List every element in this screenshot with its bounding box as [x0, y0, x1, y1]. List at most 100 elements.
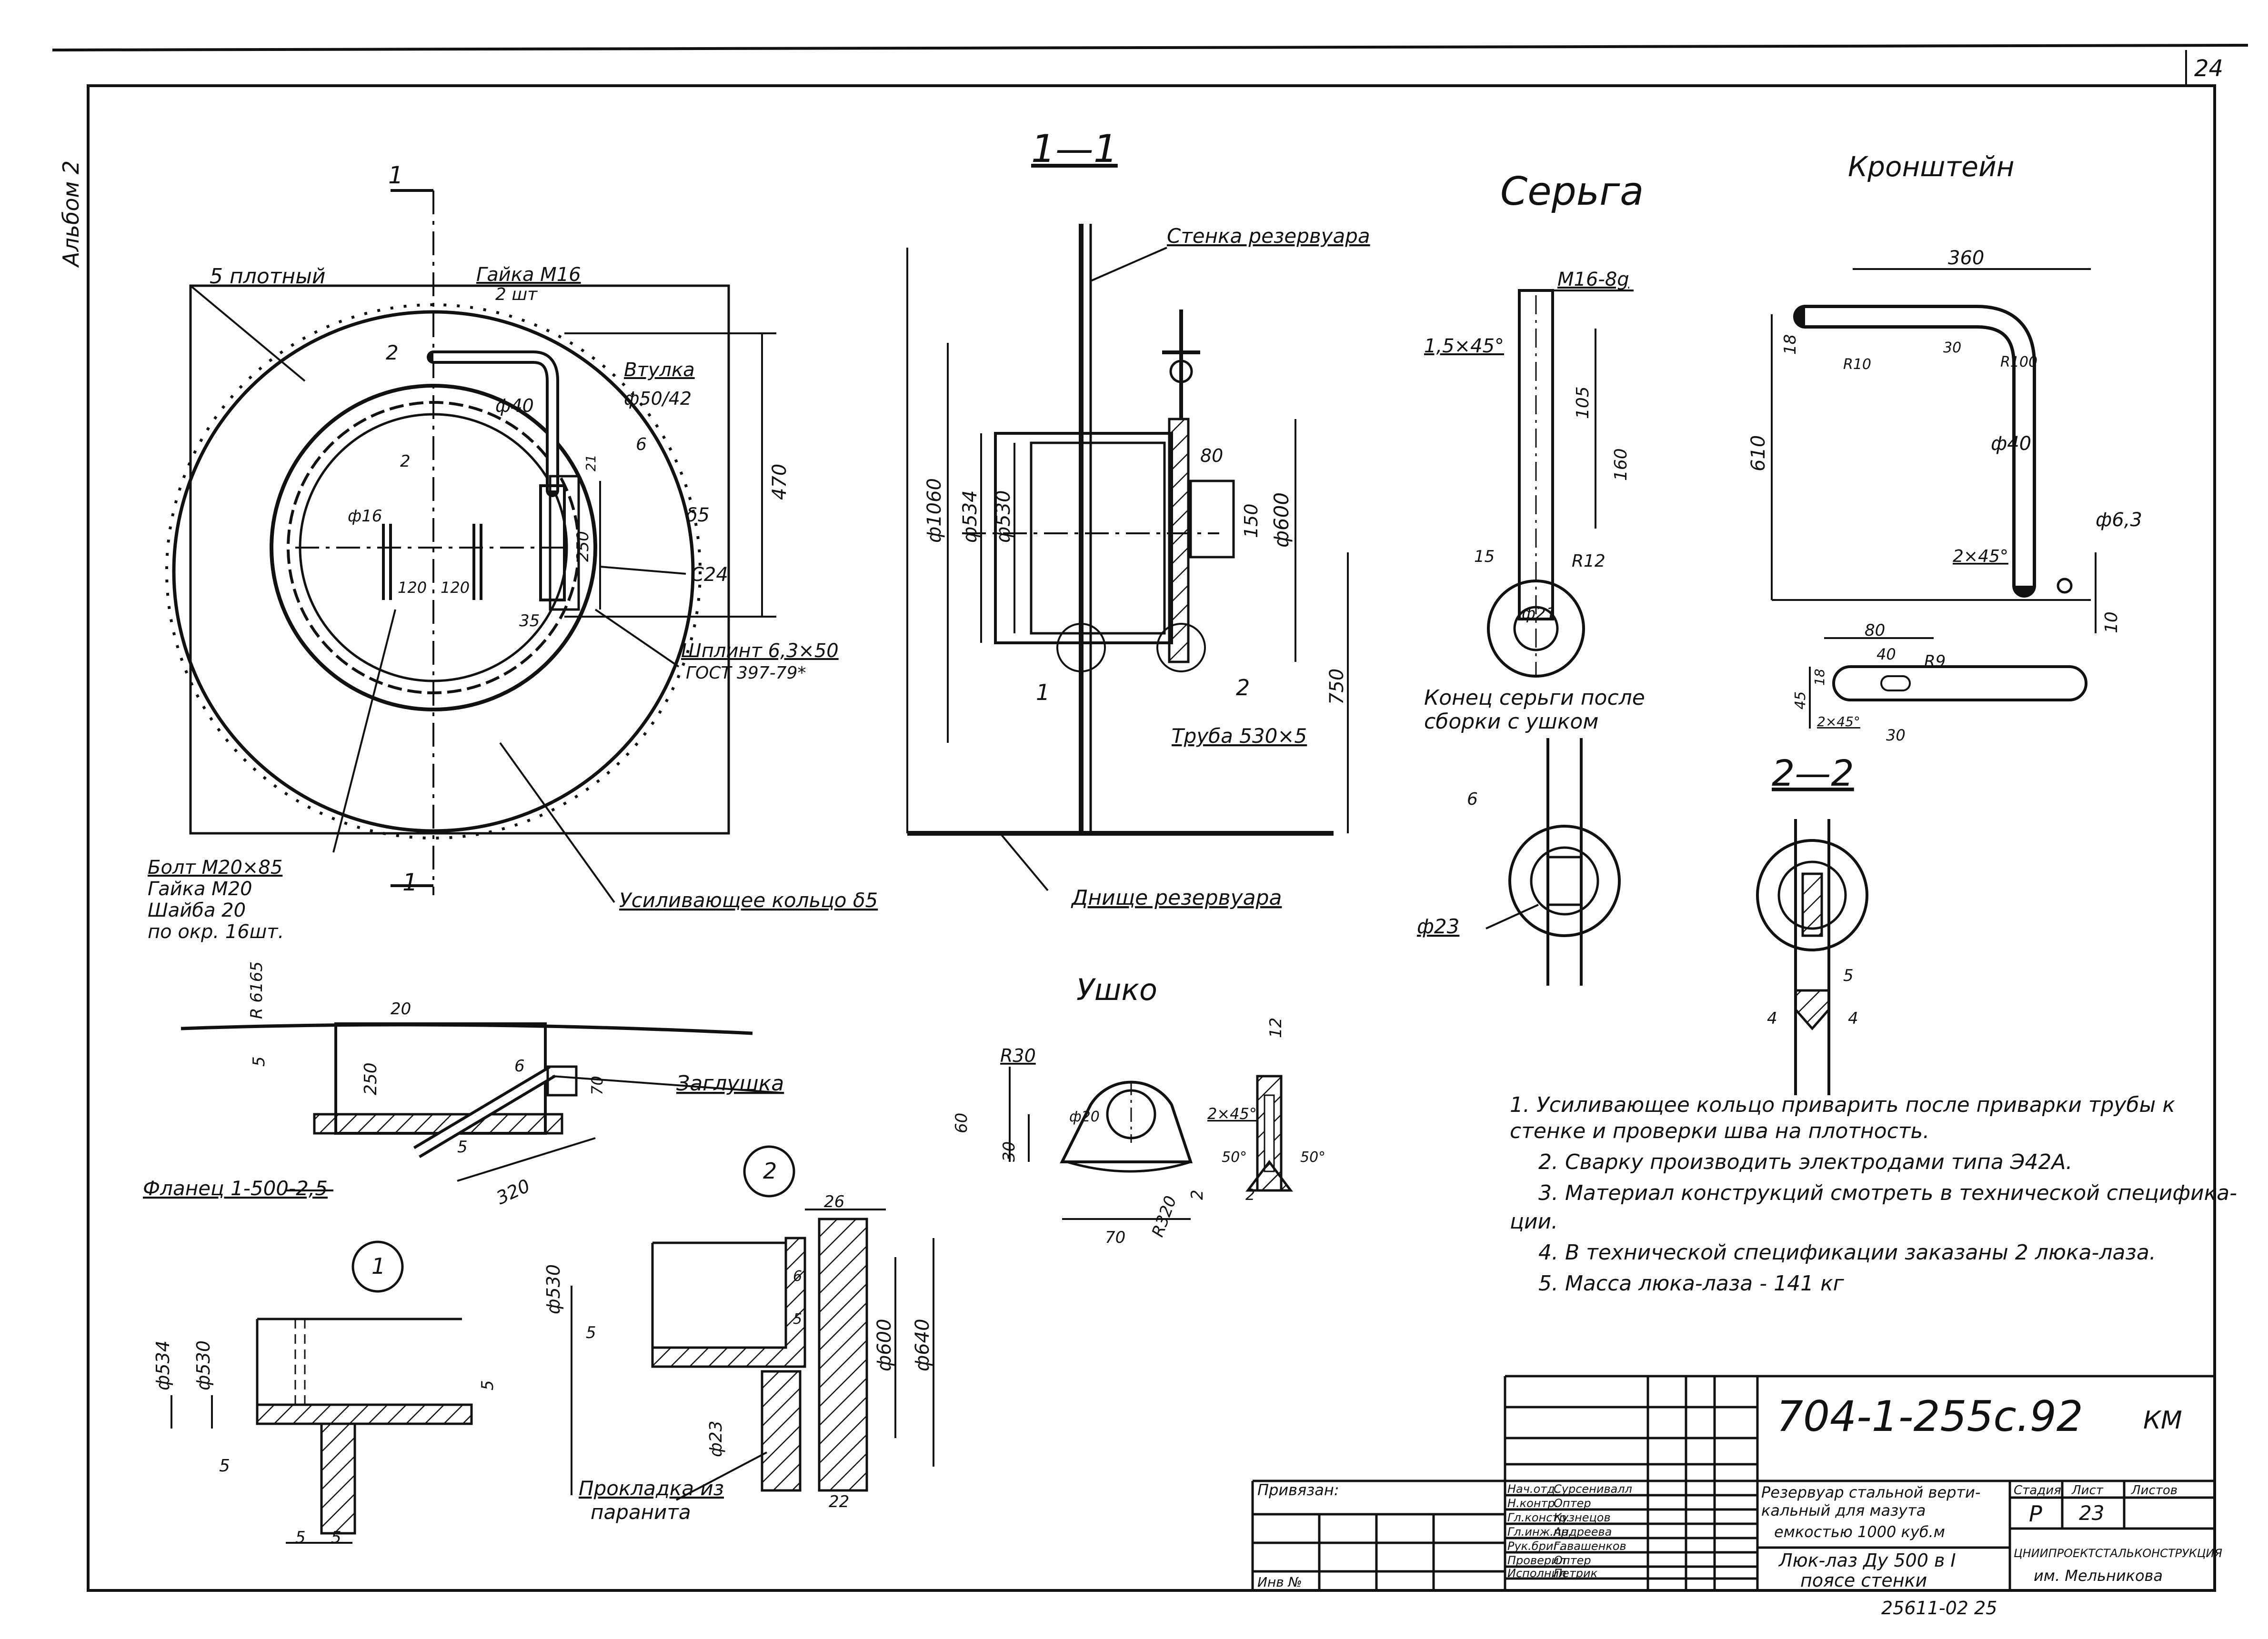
d1-five-a: 5: [478, 1380, 497, 1390]
ushko-dim-30: 30: [1000, 1141, 1019, 1162]
dim-120a: 120: [398, 579, 427, 597]
d1-five-c: 5: [295, 1528, 306, 1547]
label-zaglushka: Заглушка: [676, 1071, 784, 1096]
tb-names: Сурсенивалл Оптер Кузнецов Андреева Гава…: [1553, 1482, 1632, 1580]
label-shplint: Шплинт 6,3×50: [681, 640, 839, 662]
section-1-1-title: 1—1: [1031, 127, 1118, 171]
tb-name: Андреева: [1553, 1525, 1612, 1539]
cut-mark-bottom: 1: [402, 869, 418, 896]
tb-role: Рук.бриг.: [1507, 1539, 1563, 1553]
tb-designation: 704-1-255с.92: [1776, 1392, 2083, 1441]
sheet-frame: [52, 44, 2248, 1592]
dim-21: 21: [583, 454, 599, 471]
tb-object-3: емкостью 1000 куб.м: [1774, 1523, 1945, 1541]
tb-org-1: ЦНИИПРОЕКТСТАЛЬКОНСТРУКЦИЯ: [2014, 1547, 2222, 1560]
kronshtein-title: Кронштейн: [1848, 150, 2015, 183]
d2-d640: ф640: [912, 1319, 933, 1371]
tb-name: Оптер: [1554, 1554, 1591, 1567]
kron-dim-18b: 18: [1812, 669, 1827, 686]
kron-chamfer: 2×45°: [1953, 547, 2008, 566]
detail-1-mark: 1: [371, 1253, 385, 1279]
flange-five-b: 5: [457, 1138, 468, 1157]
kron-r100: R100: [2000, 354, 2037, 370]
tb-role: Гл.констр.: [1507, 1511, 1570, 1524]
kron-dim-30b: 30: [1886, 726, 1906, 744]
tb-sheet: 23: [2079, 1501, 2104, 1525]
kron-d40: ф40: [1991, 433, 2031, 455]
serga-dim-160: 160: [1611, 448, 1631, 481]
dim-d534: ф534: [959, 490, 981, 543]
flange-dim-20: 20: [391, 999, 411, 1019]
d2-dim-22: 22: [829, 1492, 849, 1511]
flange-r6165: R 6165: [247, 961, 266, 1019]
d2-d23: ф23: [706, 1420, 726, 1457]
d2-five-a: 5: [586, 1323, 596, 1342]
tb-name: Петрик: [1554, 1567, 1598, 1580]
dim-150: 150: [1241, 503, 1262, 538]
main-view-leaders: [190, 285, 686, 903]
kron-dim-10: 10: [2102, 611, 2121, 633]
kron-r9: R9: [1924, 652, 1946, 671]
label-d16: ф16: [348, 507, 382, 526]
sheet-number: 24: [2194, 55, 2223, 82]
section-1-1: [906, 224, 1349, 891]
ushko-title: Ушко: [1076, 972, 1157, 1007]
serga-dim-105: 105: [1573, 386, 1593, 419]
flange-dim-320: 320: [493, 1175, 533, 1209]
serga-caption-1: Конец серьги после: [1424, 686, 1645, 710]
tb-object-1: Резервуар стальной верти-: [1761, 1483, 1980, 1501]
ushko-r320: R320: [1148, 1193, 1181, 1239]
label-two-inner: 2: [400, 452, 411, 471]
label-vtulka-dim: ф50/42: [624, 388, 692, 409]
ushko-dim-70: 70: [1105, 1228, 1125, 1247]
tb-org-2: им. Мельникова: [2034, 1567, 2163, 1585]
tb-roles: Нач.отд. Н.контр. Гл.констр. Гл.инж.пр. …: [1507, 1482, 1572, 1580]
d1-d534: ф534: [152, 1340, 173, 1390]
detail-2-mark: 2: [763, 1158, 777, 1184]
dim-250: 250: [573, 531, 592, 562]
kron-chamfer-2: 2×45°: [1817, 714, 1860, 730]
note-line-3: 2. Сварку производить электродами типа Э…: [1538, 1150, 2072, 1174]
notes: 1. Усиливающее кольцо приварить после пр…: [1510, 1093, 2237, 1296]
dim-35: 35: [519, 611, 540, 630]
label-gost: ГОСТ 397-79*: [686, 663, 806, 683]
title-block: [1251, 1375, 2215, 1590]
tb-name: Кузнецов: [1554, 1511, 1611, 1524]
ushko-angle-right: 50°: [1300, 1149, 1325, 1166]
note-line-6: 4. В технической спецификации заказаны 2…: [1538, 1240, 2156, 1265]
flange-view: [181, 1022, 782, 1191]
d2-six: 6: [793, 1268, 802, 1285]
flange-five-a: 5: [250, 1056, 269, 1067]
note-line-2: стенке и проверки шва на плотность.: [1510, 1119, 1929, 1143]
tb-inv: Инв №: [1257, 1574, 1302, 1590]
dim-d600: ф600: [1270, 492, 1293, 548]
tb-h-sheet: Лист: [2071, 1483, 2104, 1498]
tb-name: Гавашенков: [1554, 1539, 1626, 1553]
kron-dim-45: 45: [1792, 691, 1809, 710]
serga-title: Серьга: [1500, 169, 1644, 214]
ushko-dim-2b: 2: [1245, 1186, 1255, 1204]
label-c24: С24: [691, 564, 728, 586]
ushko-angle-left: 50°: [1222, 1149, 1247, 1166]
tb-role: Исполнил: [1507, 1567, 1566, 1580]
d2-five-b: 5: [793, 1311, 802, 1328]
tb-role: Гл.инж.пр.: [1507, 1525, 1572, 1539]
label-six: 6: [636, 435, 647, 454]
label-prokladka-1: Прокладка из: [579, 1477, 724, 1500]
ushko-dim-60: 60: [952, 1113, 971, 1133]
tb-sheet-title-1: Люк-лаз Ду 500 в I: [1778, 1550, 1956, 1571]
tb-stage: Р: [2029, 1501, 2042, 1527]
serga-caption-2: сборки с ушком: [1424, 710, 1599, 734]
label-shayba: Шайба 20: [148, 899, 246, 921]
kron-dim-18: 18: [1781, 334, 1800, 355]
label-ring: Усиливающее кольцо δ5: [619, 889, 878, 912]
d2-d530: ф530: [543, 1264, 564, 1314]
tb-h-stage: Стадия: [2014, 1483, 2061, 1498]
kronshtein-drawing: [1771, 268, 2097, 729]
tb-mark: КМ: [2143, 1406, 2182, 1435]
detail-1: [171, 1240, 473, 1544]
kron-dim-360: 360: [1948, 247, 1984, 269]
label-d40: ф40: [495, 395, 534, 416]
d1-five-b: 5: [219, 1456, 230, 1476]
